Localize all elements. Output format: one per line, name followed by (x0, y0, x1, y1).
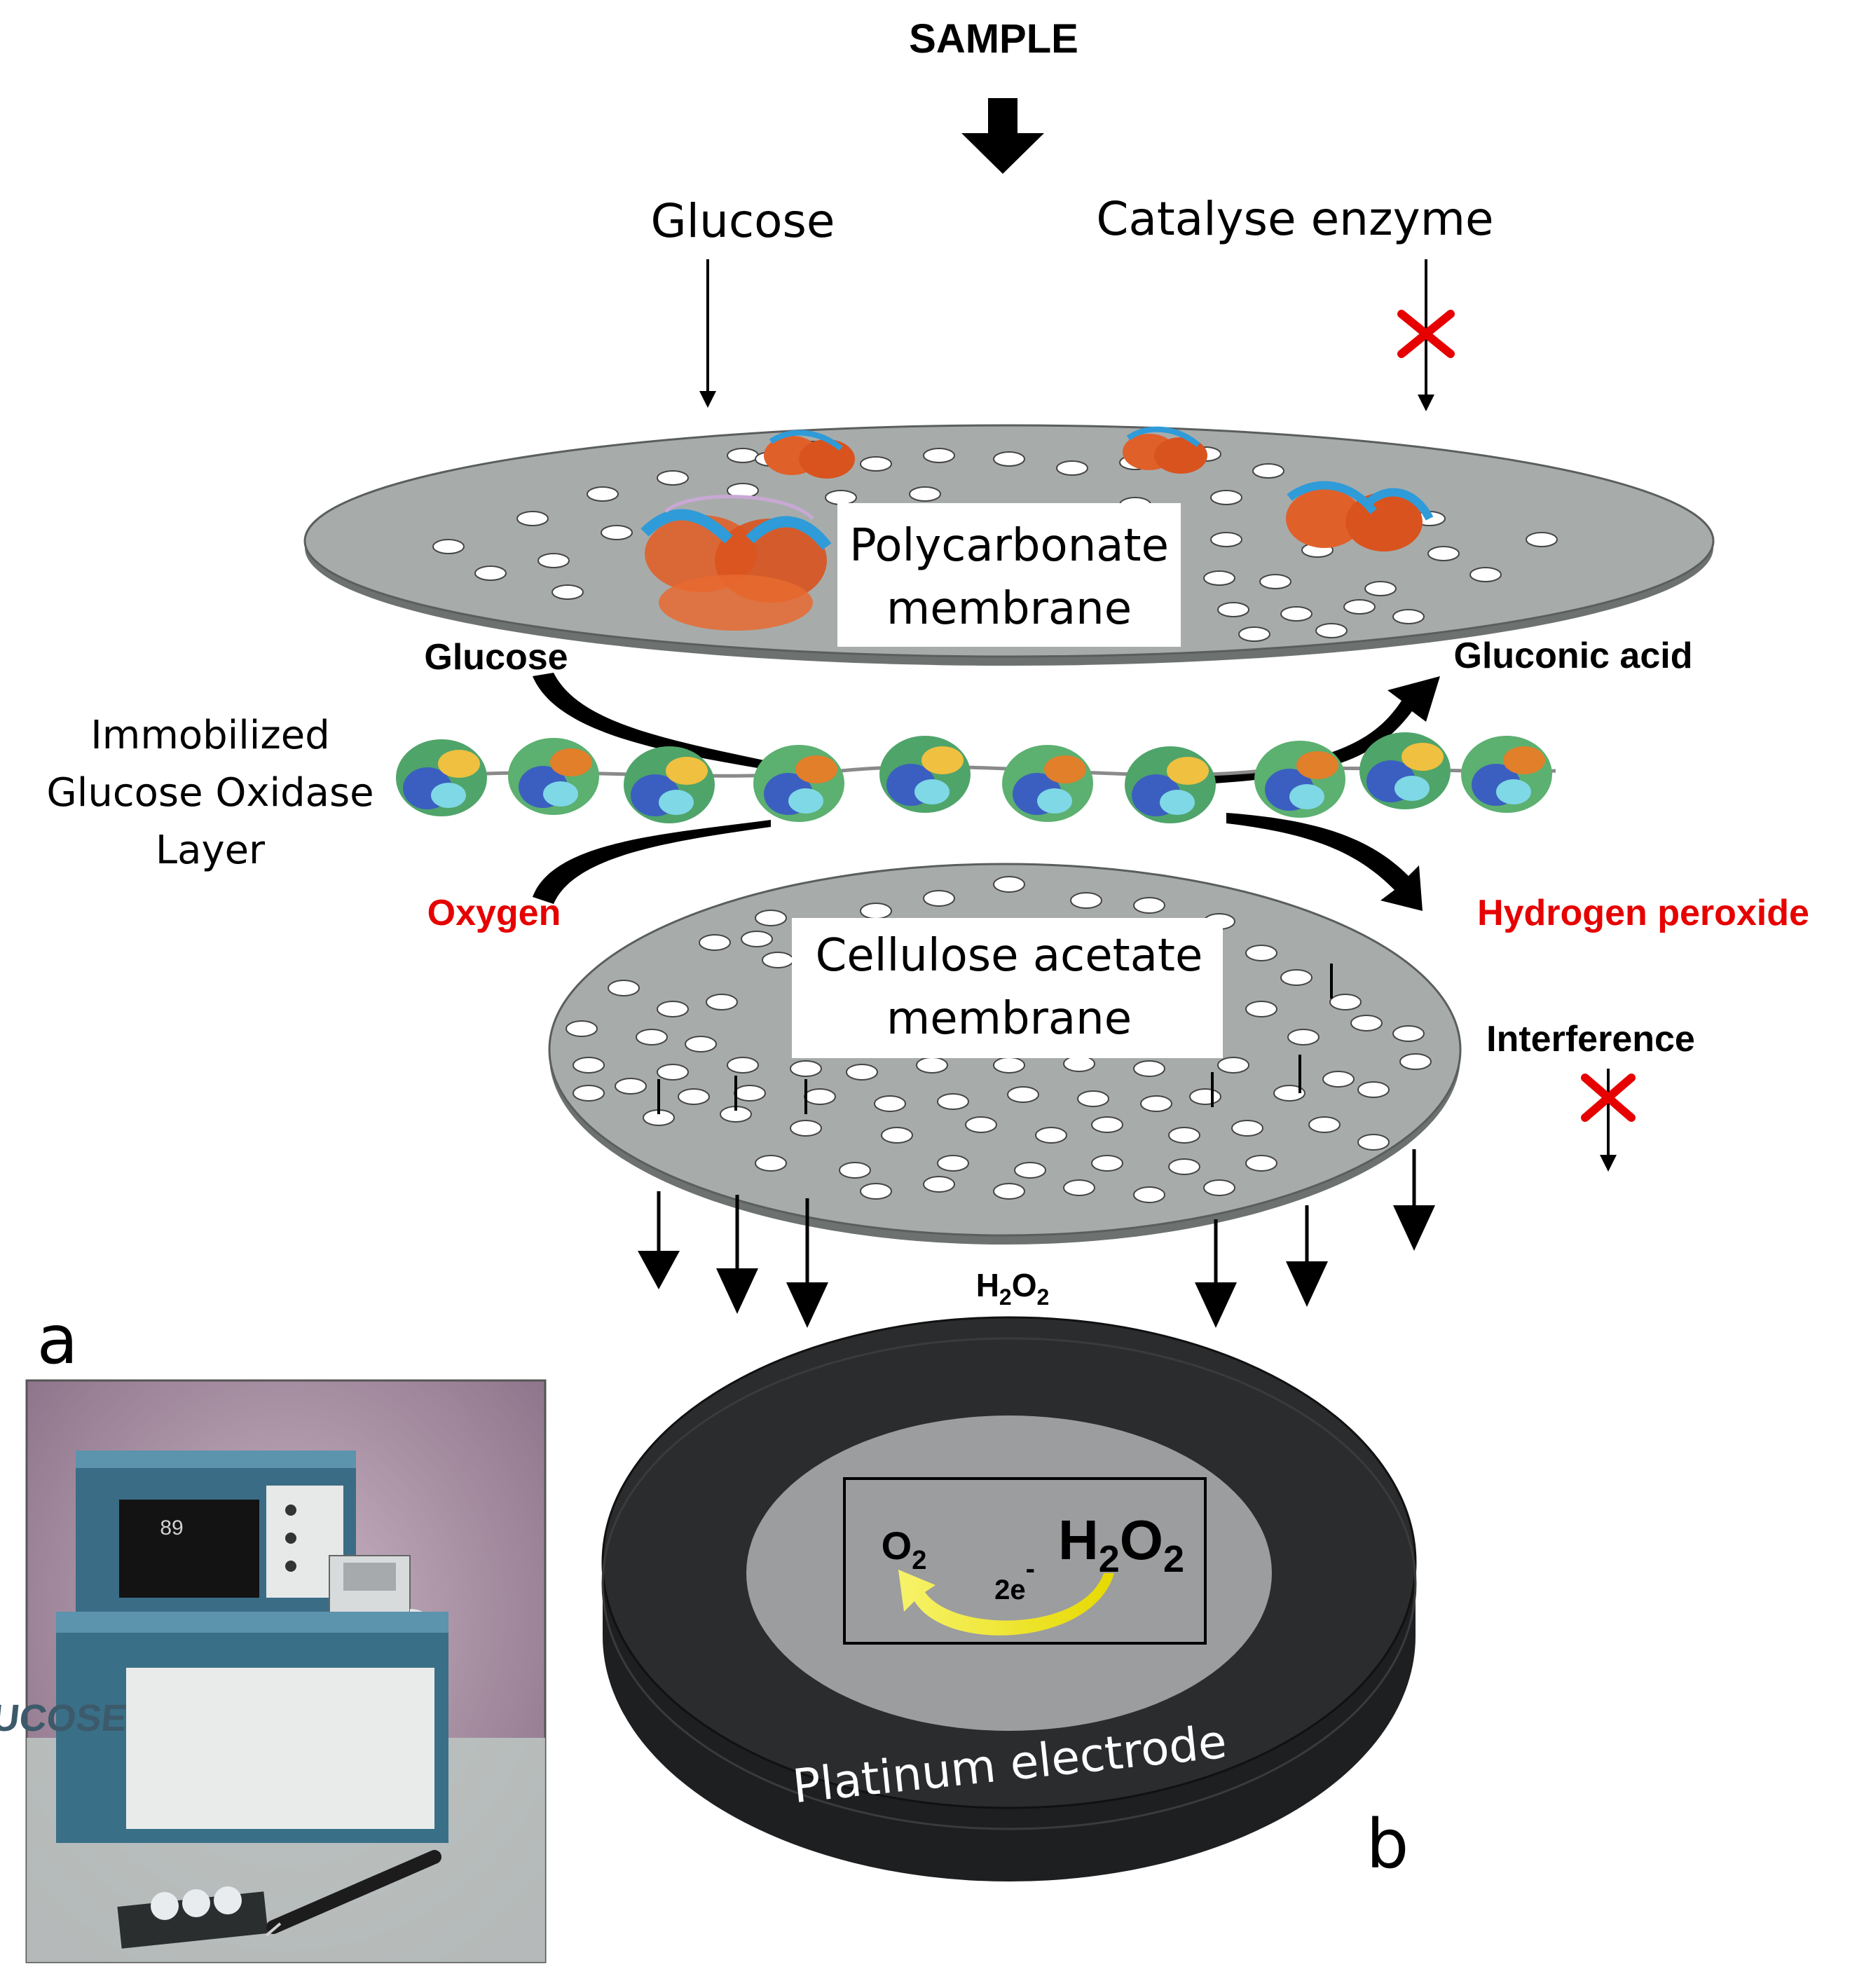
glucose-reactant-label: Glucose (424, 637, 568, 678)
enzyme-molecule-small-2 (1123, 426, 1207, 474)
polycarbonate-label-line1: Polycarbonate (849, 520, 1169, 572)
electron-transfer-arrow (898, 1570, 1114, 1636)
electrode-active-area (746, 1415, 1272, 1731)
enzyme-molecule-medium (1286, 481, 1434, 551)
panel-b-label: b (1366, 1805, 1409, 1884)
h2o2-flux-label: H2O2 (976, 1267, 1050, 1310)
h2o2-electrode-label: H2O2 (1058, 1509, 1184, 1580)
polycarbonate-label-box (837, 503, 1181, 647)
panel-a-label: a (37, 1301, 78, 1379)
enzyme-molecule-large (640, 495, 832, 631)
enzyme-molecule-small-1 (764, 430, 855, 479)
sample-arrow-icon (961, 98, 1044, 174)
oxygen-in-arrow (533, 820, 771, 904)
h2o2-flux-arrows (638, 1149, 1435, 1328)
analyzer-display-readout: 89 (160, 1516, 183, 1540)
oxygen-label: Oxygen (427, 893, 561, 933)
immobilized-label-line1: Immobilized (90, 713, 330, 758)
hydrogen-peroxide-label: Hydrogen peroxide (1477, 893, 1809, 933)
o2-electrode-label: O2 (882, 1523, 927, 1575)
cellulose-pores (566, 876, 1432, 1203)
glucose-input-label: Glucose (651, 194, 835, 248)
sample-label: SAMPLE (909, 16, 1078, 62)
cellulose-label-box (792, 918, 1223, 1058)
cellulose-label-line2: membrane (886, 993, 1132, 1045)
analyzer-brand-text: GLUCOSE (0, 1697, 129, 1739)
h2o2-out-arrow (1226, 813, 1423, 911)
gox-enzyme-row (396, 732, 1552, 823)
electron-transfer-label: 2e- (994, 1554, 1035, 1605)
interference-block-ticks (657, 964, 1333, 1114)
electrode-reaction-box (843, 1477, 1207, 1645)
immobilized-label-line2: Glucose Oxidase (46, 770, 373, 816)
catalase-label: Catalyse enzyme (1096, 192, 1493, 246)
immobilized-label-line3: Layer (156, 828, 266, 873)
interference-blocked-icon (1581, 1074, 1636, 1122)
cellulose-label-line1: Cellulose acetate (816, 930, 1203, 982)
glucose-analyzer-photo: 89 GLUCOSE (0, 1379, 547, 1963)
catalase-blocked-icon (1397, 310, 1455, 358)
interference-label: Interference (1486, 1019, 1695, 1060)
gluconic-acid-label: Gluconic acid (1454, 636, 1693, 676)
platinum-electrode (601, 1316, 1417, 1881)
polycarbonate-label-line2: membrane (886, 583, 1132, 635)
